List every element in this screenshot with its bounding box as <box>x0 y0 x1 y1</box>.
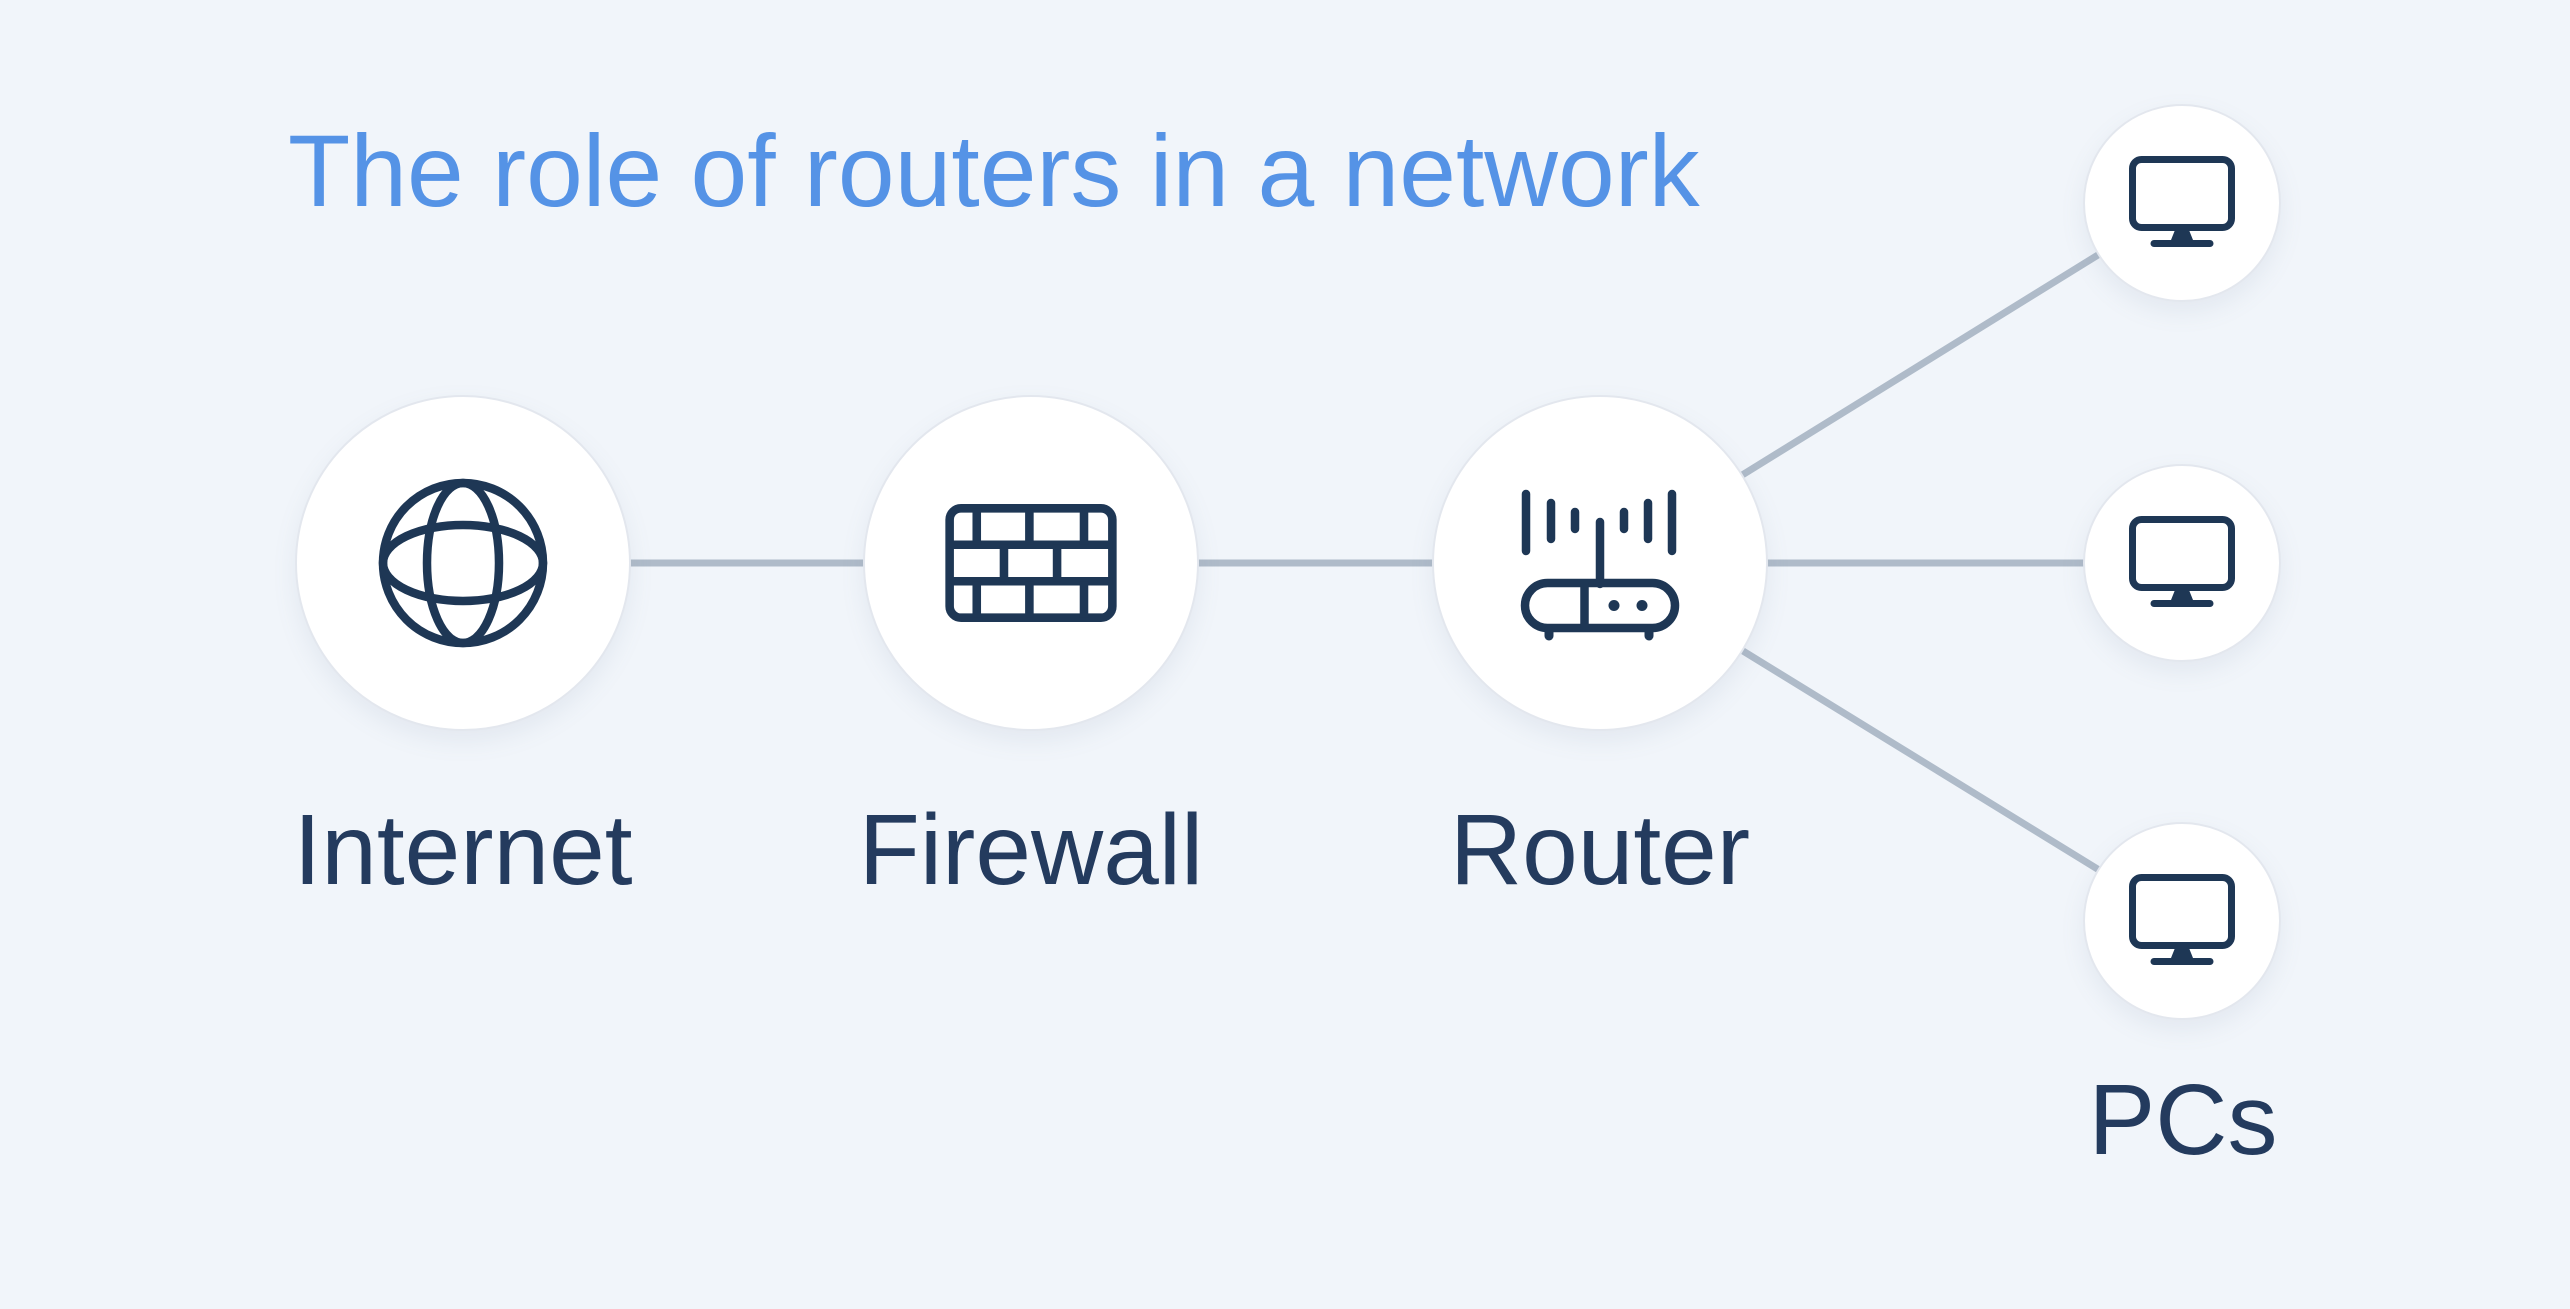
diagram-title: The role of routers in a network <box>288 114 1700 228</box>
node-label-pcs: PCs <box>2088 1064 2278 1176</box>
brick-wall-icon <box>945 504 1117 622</box>
wifi-router-icon <box>1520 489 1680 641</box>
desktop-monitor-icon <box>2129 156 2235 250</box>
node-pc-bottom <box>2083 822 2281 1020</box>
globe-icon <box>378 478 548 648</box>
node-label-internet: Internet <box>293 794 633 906</box>
node-label-firewall: Firewall <box>858 794 1204 906</box>
node-pc-middle <box>2083 464 2281 662</box>
node-pc-top <box>2083 104 2281 302</box>
node-firewall <box>863 395 1199 731</box>
node-label-router: Router <box>1449 794 1751 906</box>
desktop-monitor-icon <box>2129 874 2235 968</box>
desktop-monitor-icon <box>2129 516 2235 610</box>
node-internet <box>295 395 631 731</box>
node-router <box>1432 395 1768 731</box>
